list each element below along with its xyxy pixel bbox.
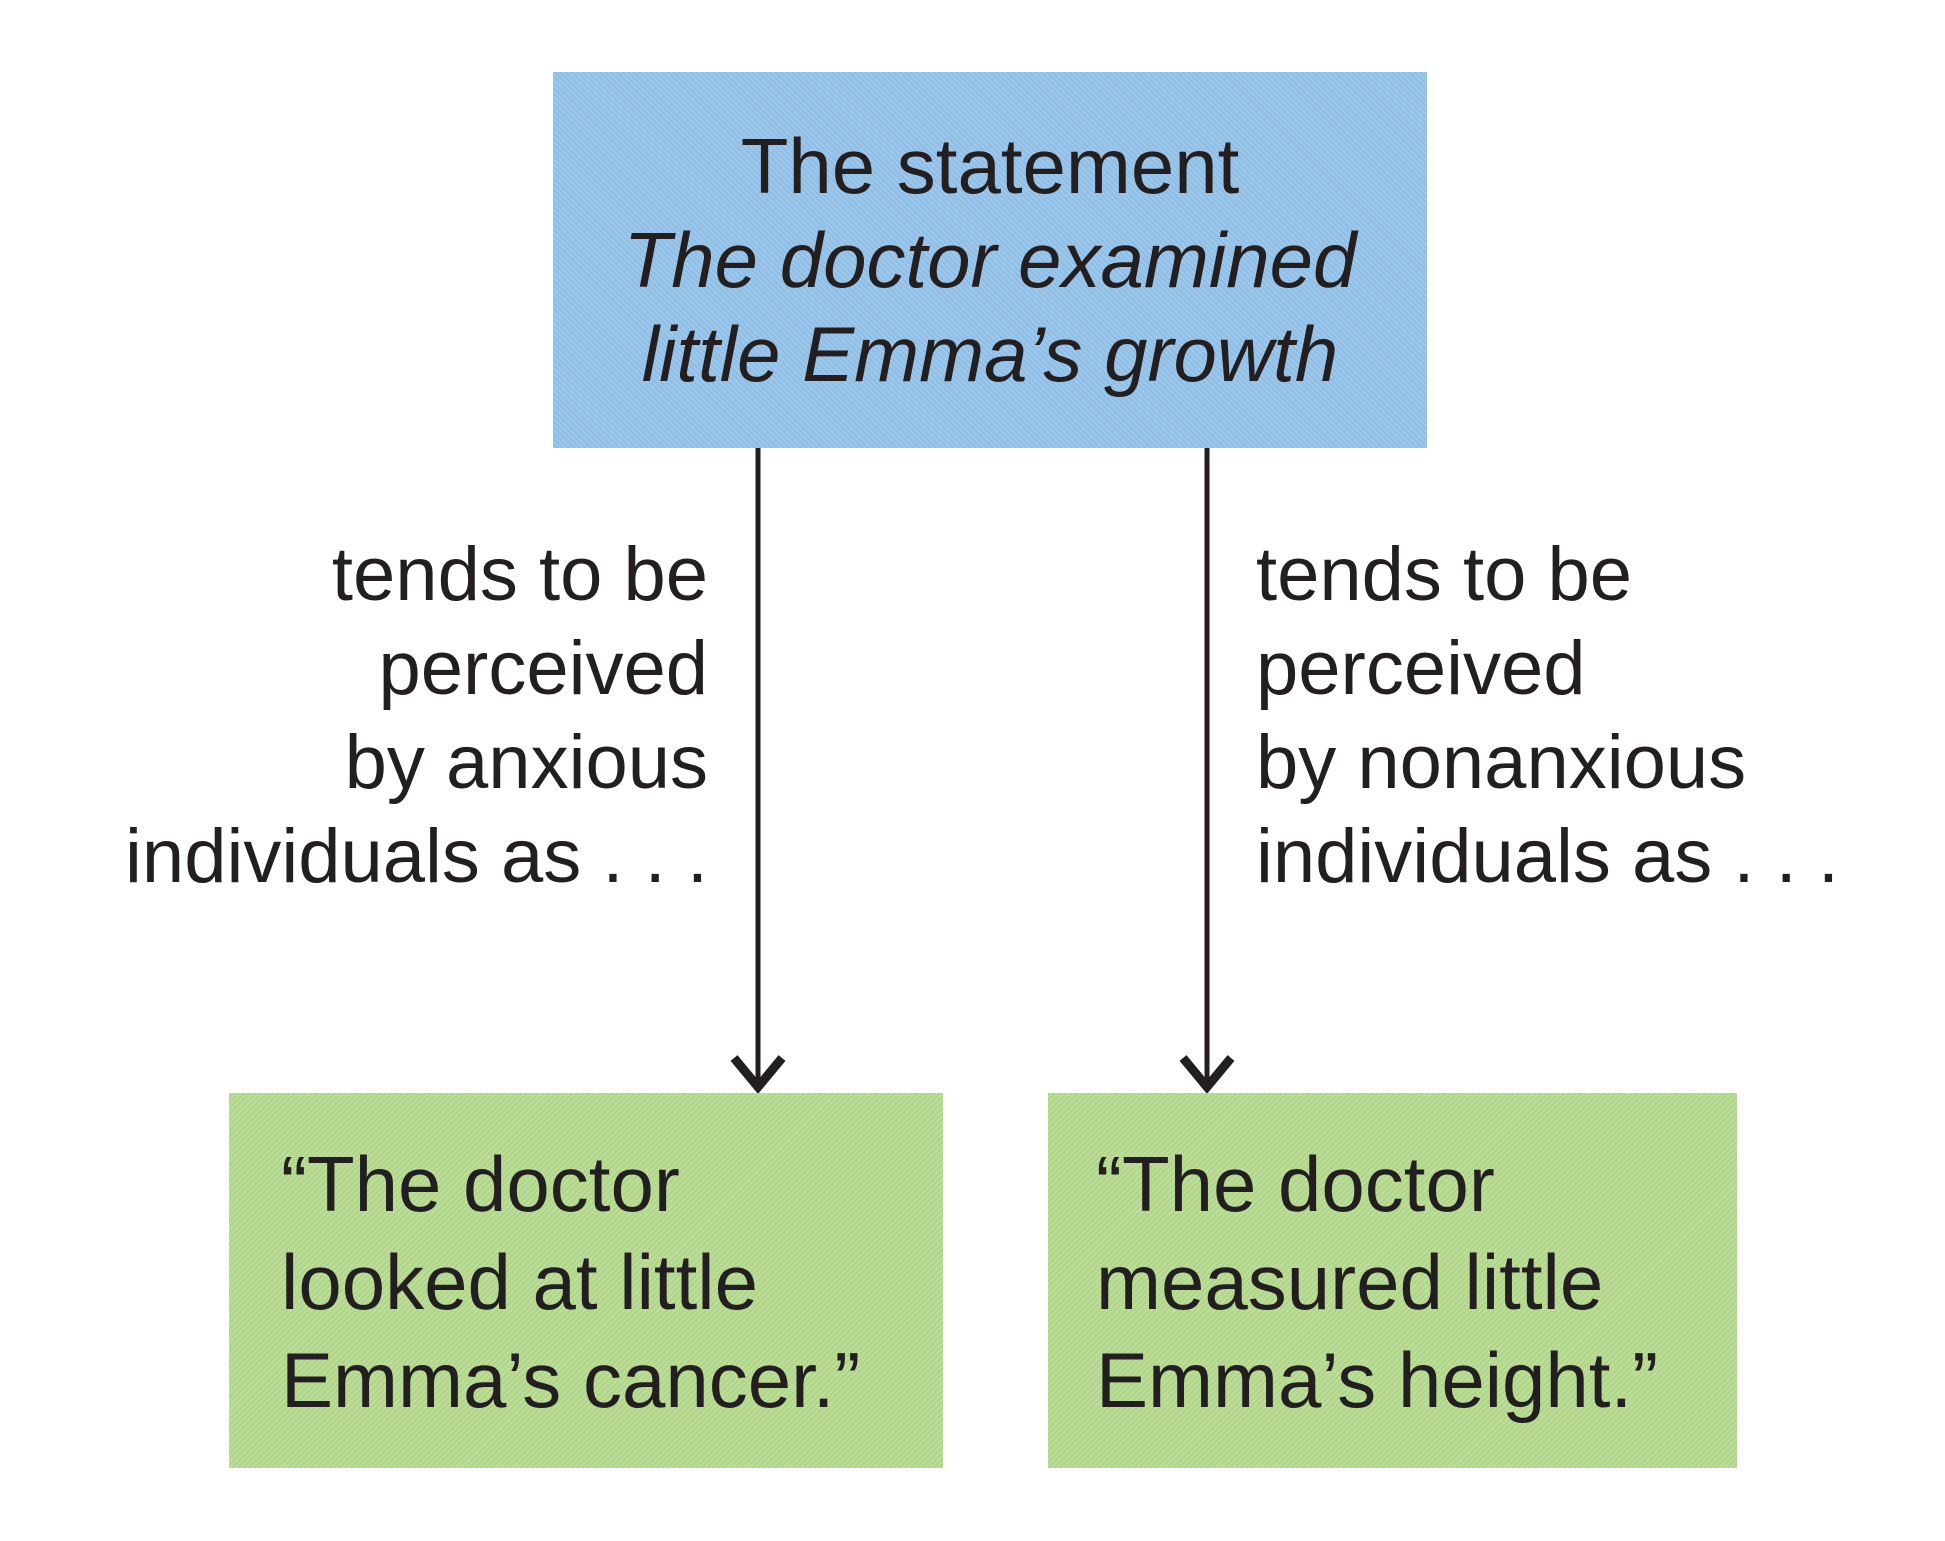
statement-line-1: The statement	[740, 122, 1240, 210]
statement-line-2: The doctor examined	[623, 216, 1357, 304]
down-arrow-right-icon	[1179, 448, 1235, 1095]
result-anxious-line-1: “The doctor	[281, 1140, 680, 1228]
label-anxious-line-1: tends to be	[331, 532, 708, 617]
label-nonanxious-line-4: individuals as . . .	[1256, 814, 1839, 899]
result-nonanxious-line-1: “The doctor	[1096, 1140, 1495, 1228]
label-anxious-line-3: by anxious	[344, 720, 708, 805]
statement-box: The statement The doctor examined little…	[553, 72, 1427, 448]
result-anxious-line-3: Emma’s cancer.”	[281, 1336, 861, 1424]
label-anxious-perception: tends to be perceived by anxious individ…	[8, 528, 708, 904]
down-arrow-left-icon	[730, 448, 786, 1095]
label-nonanxious-line-1: tends to be	[1256, 532, 1633, 617]
label-nonanxious-perception: tends to be perceived by nonanxious indi…	[1256, 528, 1921, 904]
statement-line-3: little Emma’s growth	[641, 310, 1339, 398]
result-box-nonanxious: “The doctor measured little Emma’s heigh…	[1048, 1093, 1737, 1468]
result-nonanxious-line-3: Emma’s height.”	[1096, 1336, 1659, 1424]
label-nonanxious-line-3: by nonanxious	[1256, 720, 1747, 805]
result-anxious-line-2: looked at little	[281, 1238, 758, 1326]
result-nonanxious-line-2: measured little	[1096, 1238, 1604, 1326]
result-box-anxious: “The doctor looked at little Emma’s canc…	[229, 1093, 943, 1468]
label-nonanxious-line-2: perceived	[1256, 626, 1586, 711]
label-anxious-line-2: perceived	[378, 626, 708, 711]
label-anxious-line-4: individuals as . . .	[125, 814, 708, 899]
